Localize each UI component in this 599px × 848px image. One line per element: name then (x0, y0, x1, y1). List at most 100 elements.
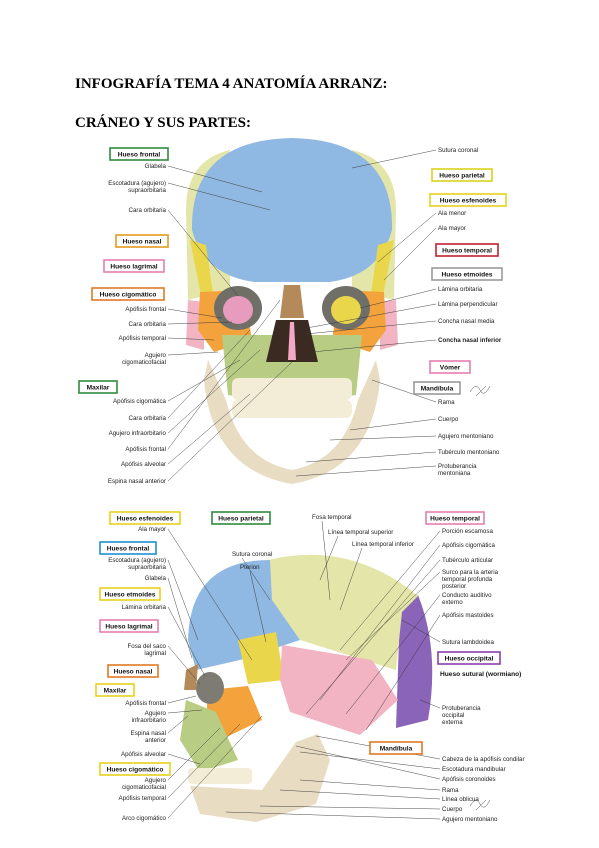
bone-box-label: Hueso cigomático (107, 767, 164, 774)
leader-line (359, 288, 437, 309)
side-label-cabeza-de-la-apofisis-condilar: Cabeza de la apófisis condilar (442, 756, 525, 763)
bone-box-border (99, 587, 161, 601)
bone-box-border (109, 147, 169, 161)
bone-box-label: Hueso temporal (442, 248, 492, 255)
leader-line (279, 789, 441, 800)
leader-line (311, 339, 437, 353)
front-leader-lines (167, 149, 437, 482)
leader-line (377, 212, 437, 263)
side-box-hueso-frontal: Hueso frontal (99, 541, 157, 555)
leader-line (319, 535, 339, 581)
bone-box-border (211, 511, 271, 525)
front-label-cara-orbitaria: Cara orbitaria (129, 207, 167, 214)
bone-box-label: Mandíbula (421, 386, 454, 393)
bone-box-border (99, 762, 171, 776)
leader-line (167, 695, 197, 704)
bone-box-label: Hueso etmoides (442, 272, 493, 279)
bone-box-border (109, 511, 181, 525)
leader-line (345, 594, 441, 715)
leader-line (339, 530, 441, 651)
leader-line (167, 577, 193, 659)
side-label-tuberculo-articular: Tubérculo articular (442, 557, 493, 564)
front-box-maxilar: Maxilar (78, 380, 118, 394)
leader-line (167, 645, 201, 685)
leader-line (299, 779, 441, 791)
side-label-apofisis-cigomatica: Apófisis cigomática (442, 542, 496, 549)
bone-box-border (431, 267, 503, 281)
side-box-hueso-esfenoides: Hueso esfenoides (109, 511, 181, 525)
bone-box-border (95, 683, 135, 697)
side-label-sutura-coronal: Sutura coronal (232, 551, 272, 558)
side-box-maxilar: Maxilar (95, 683, 135, 697)
leader-line (241, 557, 271, 601)
leader-line (167, 723, 241, 799)
side-label-apofisis-frontal: Apófisis frontal (125, 700, 166, 707)
side-label-pterion: Pterion (240, 564, 260, 571)
leader-line (339, 547, 363, 611)
side-label-glabela: Glabela (145, 575, 167, 582)
side-box-hueso-lagrimal: Hueso lagrimal (99, 619, 159, 633)
front-label-glabela: Glabela (145, 163, 167, 170)
leader-line (167, 351, 219, 356)
side-label-apofisis-temporal: Apófisis temporal (119, 795, 166, 802)
front-box-hueso-cigomatico: Hueso cigomático (91, 287, 165, 301)
leader-line (351, 149, 437, 169)
bone-box-label: Mandíbula (380, 746, 413, 753)
side-label-escotadura-mandibular: Escotadura mandibular (442, 766, 506, 773)
bone-box-label: Hueso nasal (123, 239, 162, 246)
page-subtitle: CRÁNEO Y SUS PARTES: (75, 115, 252, 131)
bone-box-label: Hueso lagrimal (105, 624, 152, 631)
side-box-hueso-cigomatico: Hueso cigomático (99, 762, 171, 776)
front-box-hueso-temporal: Hueso temporal (435, 243, 499, 257)
leader-line (167, 709, 203, 714)
front-label-escotadura-agujero-supraorbitaria: Escotadura (agujero)supraorbitaria (108, 180, 166, 194)
side-label-porcion-escamosa: Porción escamosa (442, 528, 493, 535)
leader-line (167, 393, 251, 465)
bone-box-border (115, 234, 169, 248)
bone-box-border (431, 168, 493, 182)
front-box-hueso-etmoides: Hueso etmoides (431, 267, 503, 281)
leader-line (345, 571, 441, 661)
leader-line (319, 544, 441, 701)
leader-line (167, 715, 189, 734)
leader-line (299, 751, 441, 770)
bone-box-label: Hueso lagrimal (110, 264, 157, 271)
front-label-agujero-mentoniano: Agujero mentoniano (438, 433, 494, 440)
bone-box-label: Hueso frontal (107, 546, 150, 553)
front-label-ala-menor: Ala menor (438, 210, 466, 217)
bone-box-border (78, 380, 118, 394)
leader-line (167, 182, 271, 211)
side-label-linea-temporal-superior: Línea temporal superior (328, 529, 393, 536)
leader-line (167, 349, 261, 434)
leader-line (329, 435, 437, 441)
front-box-hueso-esfenoides: Hueso esfenoides (429, 193, 507, 207)
leader-line (167, 209, 239, 297)
leader-line (167, 606, 206, 677)
side-box-mandibula: Mandíbula (369, 741, 423, 755)
side-label-apofisis-mastoides: Apófisis mastoides (442, 612, 494, 619)
artist-signature (469, 385, 491, 811)
side-label-apofisis-alveolar: Apófisis alveolar (121, 751, 166, 758)
side-label-ala-mayor: Ala mayor (138, 526, 166, 533)
side-label-escotadura-agujero-supraorbitaria: Escotadura (agujero)supraorbitaria (108, 557, 166, 571)
leader-line (295, 303, 437, 331)
side-box-hueso-nasal: Hueso nasal (107, 664, 159, 678)
side-box-hueso-sutural-wormiano: Hueso sutural (wormiano) (440, 671, 521, 678)
leader-line (419, 699, 441, 709)
bone-box-label: Hueso nasal (114, 669, 153, 676)
front-label-cara-orbitaria: Cara orbitaria (129, 415, 167, 422)
bone-box-border (429, 193, 507, 207)
bone-box-border (429, 360, 471, 374)
leader-line (167, 753, 201, 765)
bone-box-border (369, 741, 423, 755)
side-label-lamina-orbitaria: Lámina orbitaria (122, 604, 167, 611)
side-label-fosa-temporal: Fosa temporal (312, 514, 352, 521)
page-title: INFOGRAFÍA TEMA 4 ANATOMÍA ARRANZ: (75, 76, 388, 92)
